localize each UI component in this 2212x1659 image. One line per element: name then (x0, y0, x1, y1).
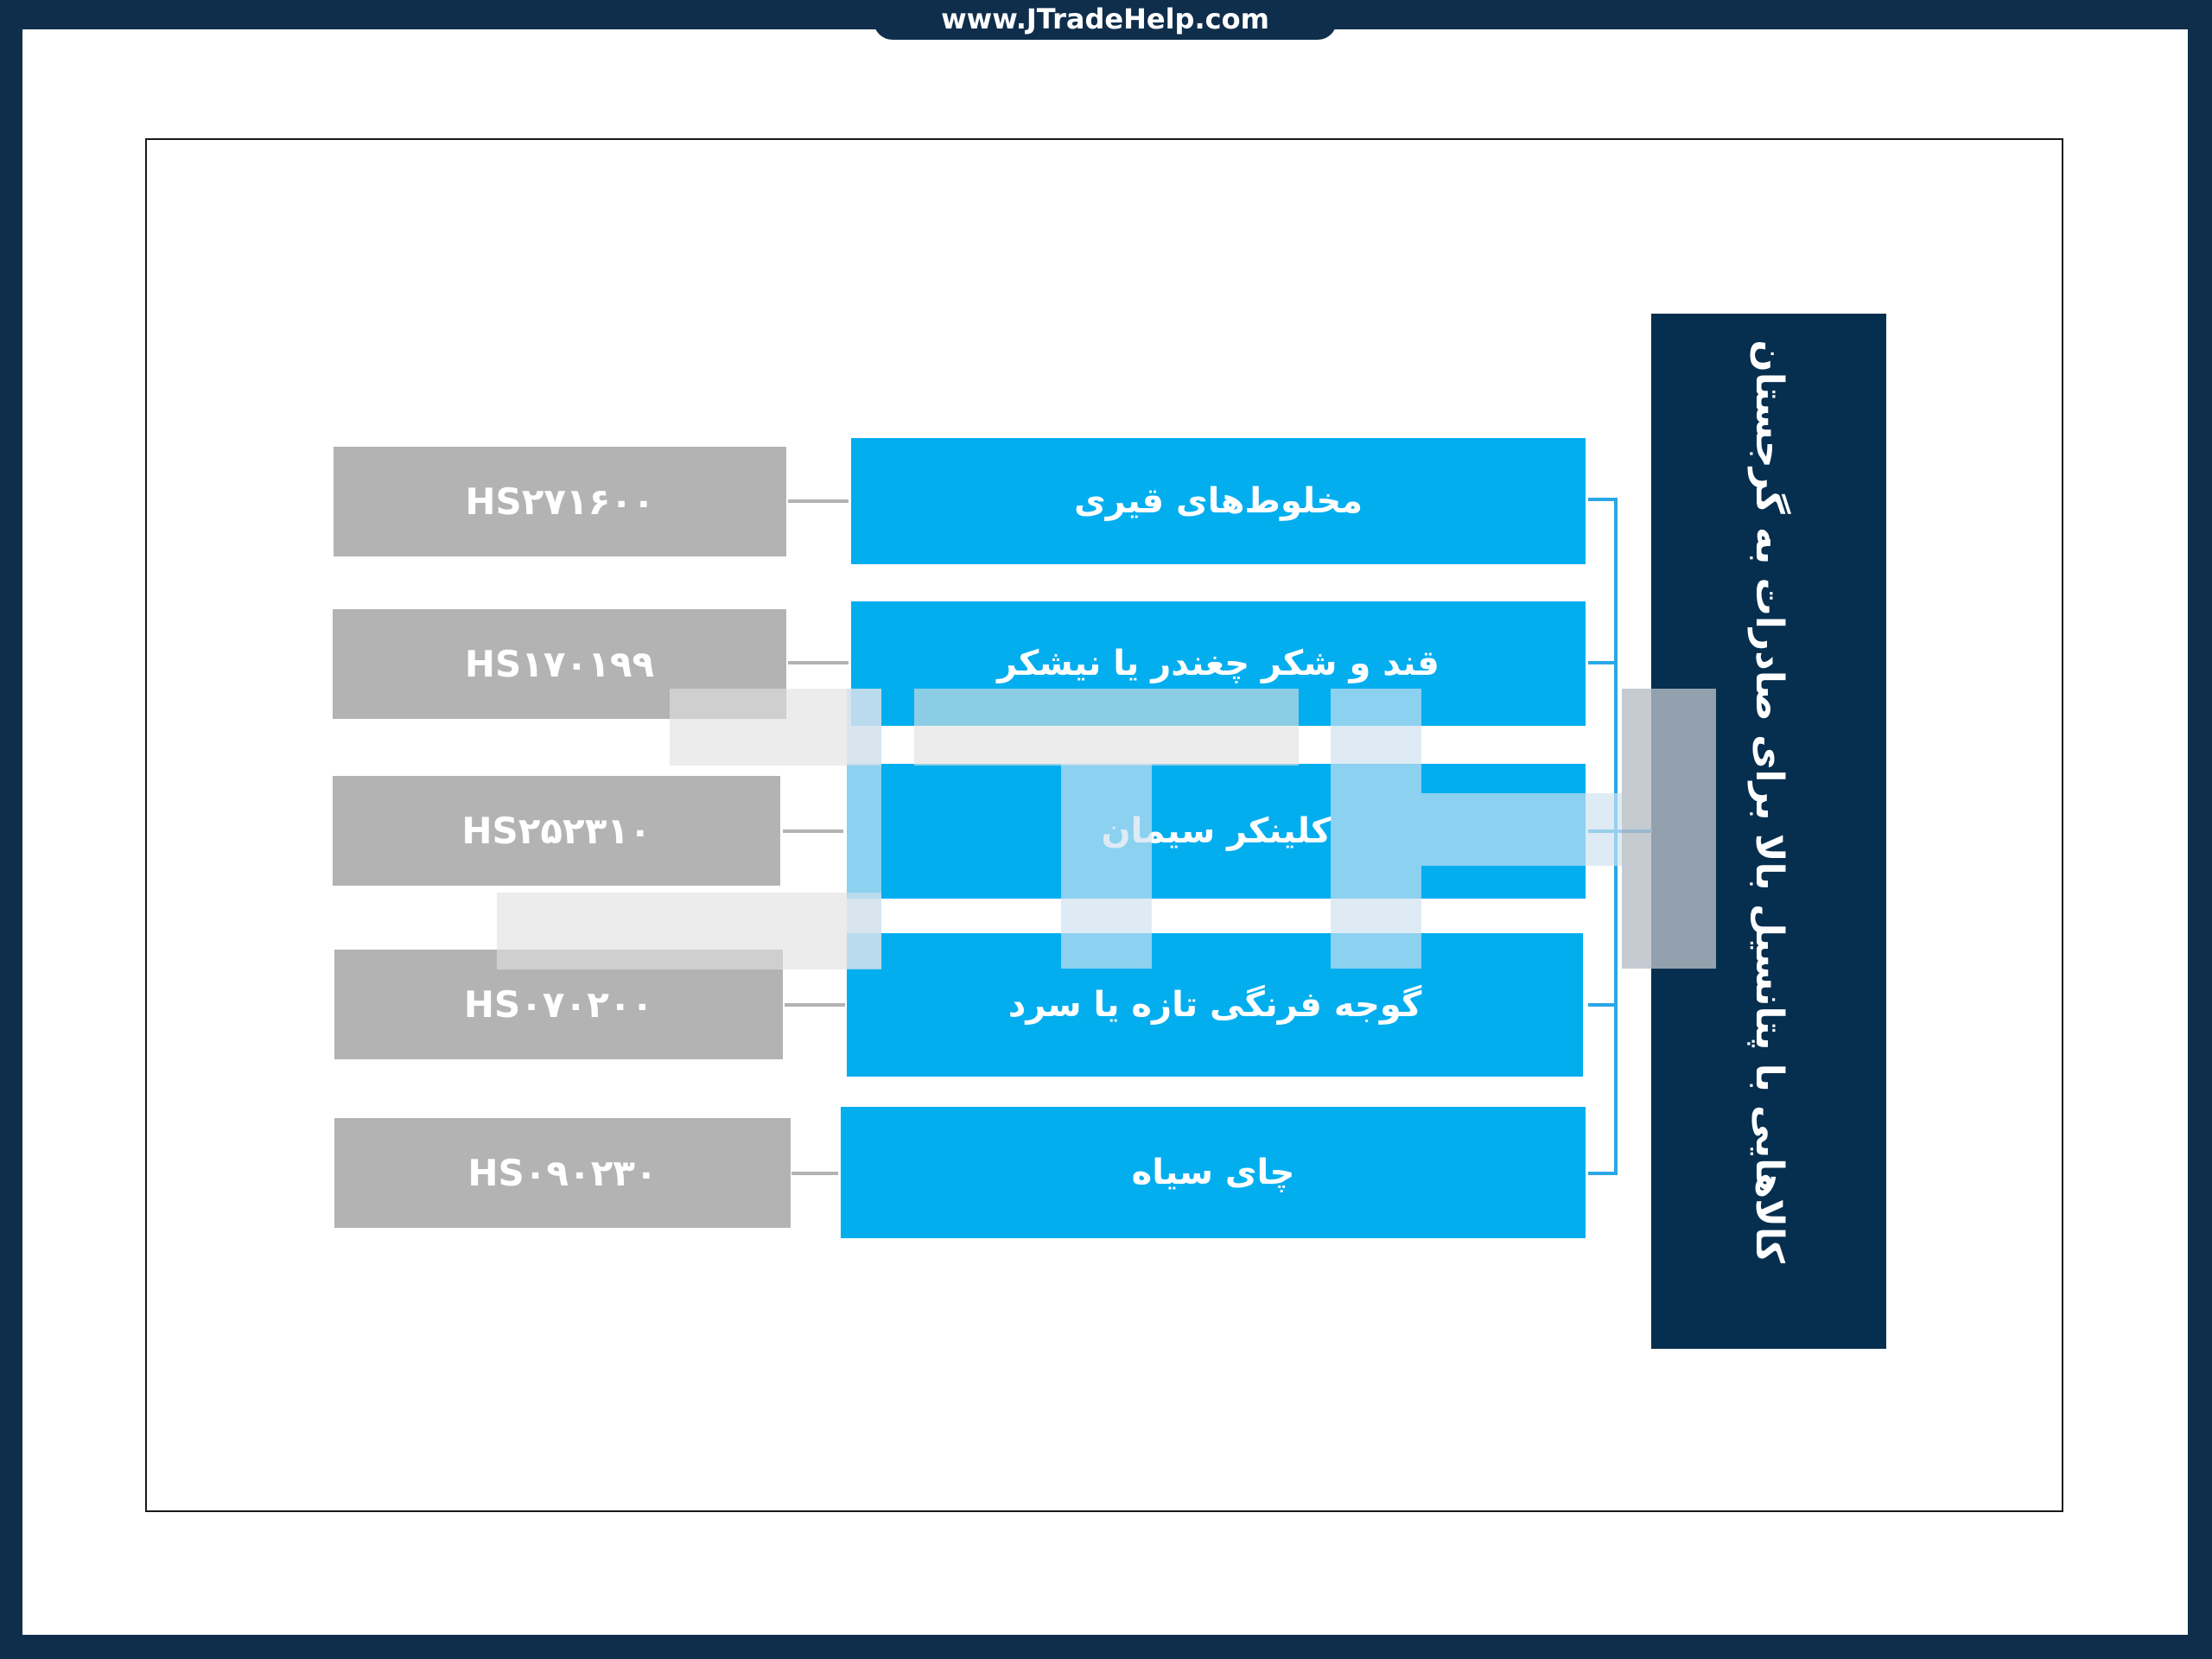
bracket-tick-4 (1588, 1003, 1618, 1007)
site-url-tab: www.JTradeHelp.com (874, 0, 1337, 40)
product-box-5: چای سیاه (841, 1107, 1586, 1238)
bracket-tick-2 (1588, 661, 1618, 664)
hs-code-box-3: HS۲۵۲۳۱۰ (333, 776, 780, 886)
bracket-tick-5 (1588, 1172, 1618, 1175)
frame-bottom-border (0, 1635, 2212, 1659)
bracket-tick-1 (1588, 498, 1618, 501)
frame-right-border (2188, 0, 2212, 1659)
product-label-4: گوجه فرنگی تازه یا سرد (1007, 985, 1422, 1025)
code-connector-5 (791, 1172, 838, 1175)
hs-code-box-5: HS۰۹۰۲۳۰ (334, 1118, 791, 1228)
hs-code-label-2: HS۱۷۰۱۹۹ (464, 643, 655, 685)
product-box-3: کلینکر سیمان (847, 764, 1586, 899)
code-connector-4 (785, 1003, 845, 1007)
hs-code-label-3: HS۲۵۲۳۱۰ (461, 810, 652, 852)
code-connector-1 (788, 499, 849, 503)
hs-code-box-1: HS۲۷۱۶۰۰ (334, 447, 786, 556)
product-label-1: مخلوط‌های قیری (1074, 481, 1363, 521)
site-url: www.JTradeHelp.com (941, 3, 1269, 35)
frame-left-border (0, 0, 22, 1659)
bracket-tick-3 (1588, 830, 1618, 833)
code-connector-3 (783, 830, 843, 833)
code-connector-2 (788, 661, 849, 664)
product-box-4: گوجه فرنگی تازه یا سرد (847, 933, 1583, 1077)
product-box-1: مخلوط‌های قیری (851, 438, 1586, 564)
hs-code-box-2: HS۱۷۰۱۹۹ (333, 609, 786, 719)
diagram-border (145, 138, 2063, 1512)
hs-code-label-4: HS۰۷۰۲۰۰ (463, 983, 654, 1026)
product-label-5: چای سیاه (1131, 1153, 1295, 1192)
hs-code-box-4: HS۰۷۰۲۰۰ (334, 950, 783, 1059)
hs-code-label-1: HS۲۷۱۶۰۰ (465, 480, 655, 523)
bracket-vertical-line (1614, 499, 1618, 1175)
product-label-2: قند و شکر چغندر یا نیشکر (997, 644, 1440, 683)
product-box-2: قند و شکر چغندر یا نیشکر (851, 601, 1586, 726)
diagram-title: کالاهایی با پتانسیل بالا برای صادرات به … (1747, 340, 1791, 1263)
bracket-to-title-line (1618, 830, 1652, 833)
hs-code-label-5: HS۰۹۰۲۳۰ (467, 1152, 658, 1194)
product-label-3: کلینکر سیمان (1101, 811, 1332, 851)
